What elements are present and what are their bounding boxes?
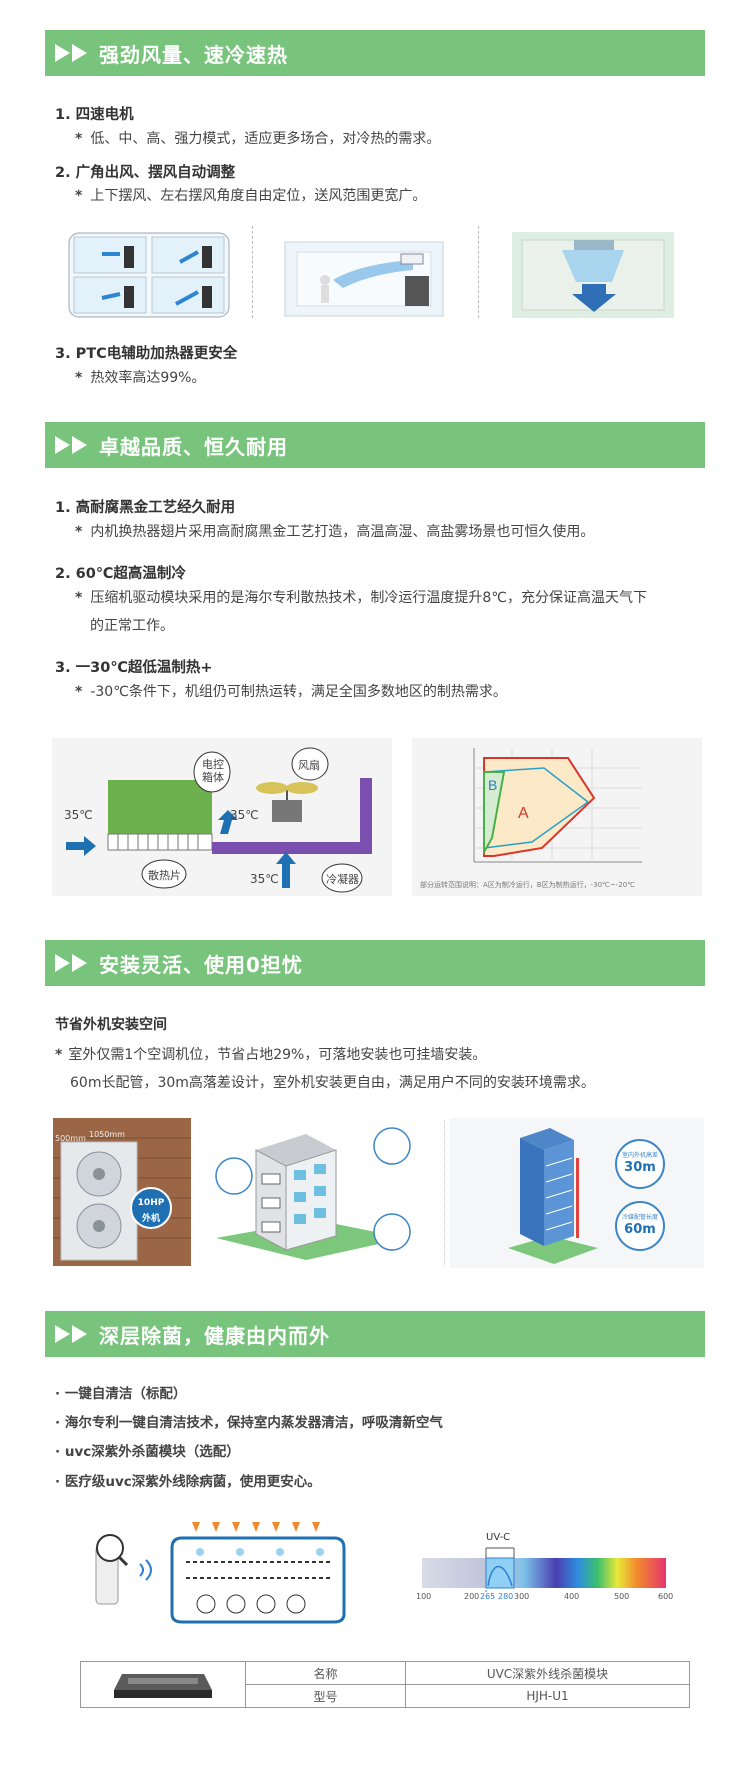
- temp-label: 35℃: [64, 808, 93, 822]
- heat-dissipation-diagram: 35℃ 35℃ 35℃ 电控 箱体 风扇 散热片 冷凝器: [52, 738, 392, 896]
- callout-caption: 冷媒配管长度: [622, 1214, 659, 1221]
- module-image-cell: [80, 1661, 246, 1708]
- callout-value: 60m: [624, 1222, 656, 1237]
- temp-label: 35℃: [230, 808, 259, 822]
- axis-tick: 100: [416, 1592, 432, 1601]
- spec-table: 名称 UVC深紫外线杀菌模块 型号 HJH-U1: [80, 1661, 690, 1708]
- chart-note: 部分运转范围说明：A区为制冷运行，B区为制热运行，-30℃~-20℃: [420, 881, 636, 889]
- double-arrow-icon: [55, 954, 89, 972]
- callout-value: 30m: [624, 1160, 656, 1175]
- uv-spectrum-chart: UV-C 100 200 265 280 300 400 500 600: [416, 1520, 680, 1612]
- divider: [444, 1120, 445, 1266]
- section-banner-2: 卓越品质、恒久耐用: [45, 422, 705, 468]
- axis-tick: 500: [614, 1592, 630, 1601]
- divider: [252, 226, 253, 318]
- feature-bullet: *-30℃条件下，机组仍可制热运转，满足全国多数地区的制热需求。: [75, 684, 507, 700]
- area-a-label: A: [518, 805, 529, 822]
- table-cell-key: 型号: [245, 1684, 406, 1708]
- callout-caption: 室内外机高差: [622, 1152, 659, 1159]
- point-line: · uvc深紫外杀菌模块（选配）: [55, 1444, 240, 1460]
- feature-heading: 3. PTC电辅助加热器更安全: [55, 346, 238, 362]
- double-arrow-icon: [55, 1325, 89, 1343]
- divider: [478, 226, 479, 318]
- section-banner-4: 深层除菌，健康由内而外: [45, 1311, 705, 1357]
- feature-heading: 1. 高耐腐黑金工艺经久耐用: [55, 500, 236, 516]
- table-cell-value: HJH-U1: [405, 1684, 690, 1708]
- section-title: 深层除菌，健康由内而外: [99, 1323, 330, 1348]
- uvc-module-image: [114, 1674, 212, 1698]
- fins-label: 散热片: [148, 869, 181, 882]
- axis-tick: 400: [564, 1592, 580, 1601]
- condenser-label: 冷凝器: [326, 873, 359, 886]
- dimension-label: 500mm: [55, 1134, 86, 1143]
- temp-label: 35℃: [250, 872, 279, 886]
- feature-bullet: *上下摆风、左右摆风角度自由定位，送风范围更宽广。: [75, 188, 427, 204]
- wall-mount-building-illustration: [215, 1127, 411, 1260]
- table-cell-value: UVC深紫外线杀菌模块: [405, 1661, 690, 1685]
- point-line: · 一键自清洁（标配）: [55, 1386, 187, 1402]
- double-arrow-icon: [55, 436, 89, 454]
- airflow-quad-illustration: [68, 232, 230, 318]
- point-line: · 海尔专利一键自清洁技术，保持室内蒸发器清洁，呼吸清新空气: [55, 1415, 443, 1431]
- section-banner-3: 安装灵活、使用0担忧: [45, 940, 705, 986]
- double-arrow-icon: [55, 44, 89, 62]
- section-title: 安装灵活、使用0担忧: [99, 952, 303, 977]
- self-clean-diagram: [95, 1522, 346, 1624]
- piping-building-illustration: 室内外机高差 30m 冷媒配管长度 60m: [450, 1118, 704, 1268]
- outdoor-unit-photo: 500mm 1050mm 10HP 外机: [53, 1118, 191, 1266]
- uvc-band-label: UV-C: [486, 1532, 511, 1543]
- axis-tick: 280: [498, 1592, 514, 1601]
- table-row: 名称 UVC深紫外线杀菌模块: [80, 1661, 690, 1708]
- section-banner-1: 强劲风量、速冷速热: [45, 30, 705, 76]
- axis-tick: 300: [514, 1592, 530, 1601]
- feature-line: 60m长配管，30m高落差设计，室外机安装更自由，满足用户不同的安装环境需求。: [70, 1075, 595, 1091]
- capacity-badge: 外机: [141, 1214, 160, 1224]
- feature-heading: 2. 广角出风、摆风自动调整: [55, 165, 236, 181]
- feature-heading: 2. 60℃超高温制冷: [55, 566, 186, 582]
- capacity-badge: 10HP: [137, 1198, 165, 1208]
- feature-heading: 3. 一30℃超低温制热+: [55, 660, 213, 676]
- operating-range-chart: A B 部分运转范围说明：A区为制冷运行，B区为制热运行，-30℃~-20℃: [412, 738, 702, 896]
- axis-tick: 200: [464, 1592, 480, 1601]
- feature-bullet: *低、中、高、强力模式，适应更多场合，对冷热的需求。: [75, 131, 441, 147]
- dimension-label: 1050mm: [89, 1130, 125, 1139]
- section-title: 卓越品质、恒久耐用: [99, 434, 288, 459]
- axis-tick: 600: [658, 1592, 674, 1601]
- table-row: 型号 HJH-U1: [81, 1684, 690, 1708]
- area-b-label: B: [488, 777, 497, 793]
- feature-bullet: *压缩机驱动模块采用的是海尔专利散热技术，制冷运行温度提升8℃，充分保证高温天气…: [75, 590, 647, 634]
- section-title: 强劲风量、速冷速热: [99, 42, 288, 67]
- feature-bullet: *热效率高达99%。: [75, 370, 206, 386]
- feature-line: *室外仅需1个空调机位，节省占地29%，可落地安装也可挂墙安装。: [55, 1047, 487, 1063]
- feature-bullet: *内机换热器翅片采用高耐腐黑金工艺打造，高温高湿、高盐雾场景也可恒久使用。: [75, 524, 595, 540]
- control-box-label: 电控 箱体: [202, 758, 224, 784]
- table-cell-key: 名称: [245, 1661, 406, 1685]
- axis-tick: 265: [480, 1592, 496, 1601]
- feature-heading: 1. 四速电机: [55, 107, 134, 123]
- fan-label: 风扇: [298, 759, 320, 772]
- wide-angle-airflow-illustration: [284, 241, 444, 317]
- downward-airflow-illustration: [512, 232, 674, 318]
- point-line: · 医疗级uvc深紫外线除病菌，使用更安心。: [55, 1474, 321, 1490]
- feature-heading: 节省外机安装空间: [55, 1017, 167, 1033]
